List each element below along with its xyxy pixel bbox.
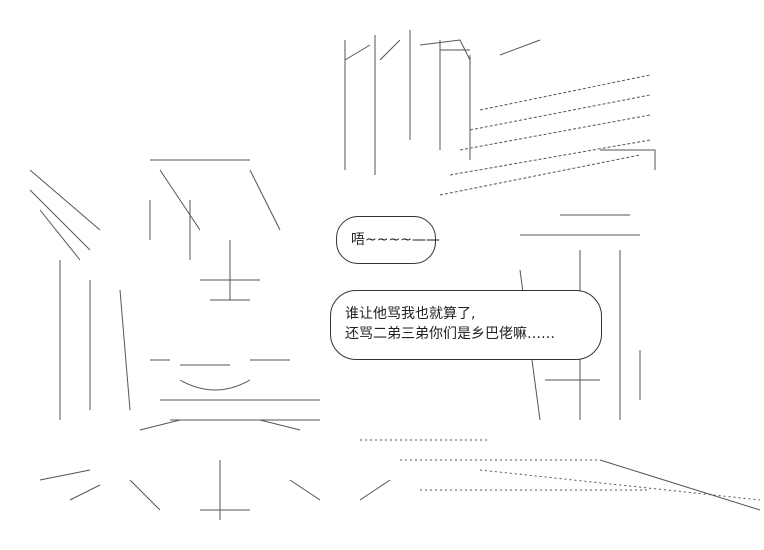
speech-bubble-large: 谁让他骂我也就算了, 还骂二弟三弟你们是乡巴佬嘛…… [330,290,602,360]
speech-bubble-small-text: 唔~~~~—— [351,232,440,248]
speech-bubble-large-line-2: 还骂二弟三弟你们是乡巴佬嘛…… [345,326,555,342]
speech-bubble-large-line-1: 谁让他骂我也就算了, [345,306,476,322]
speech-bubble-small: 唔~~~~—— [336,216,440,264]
